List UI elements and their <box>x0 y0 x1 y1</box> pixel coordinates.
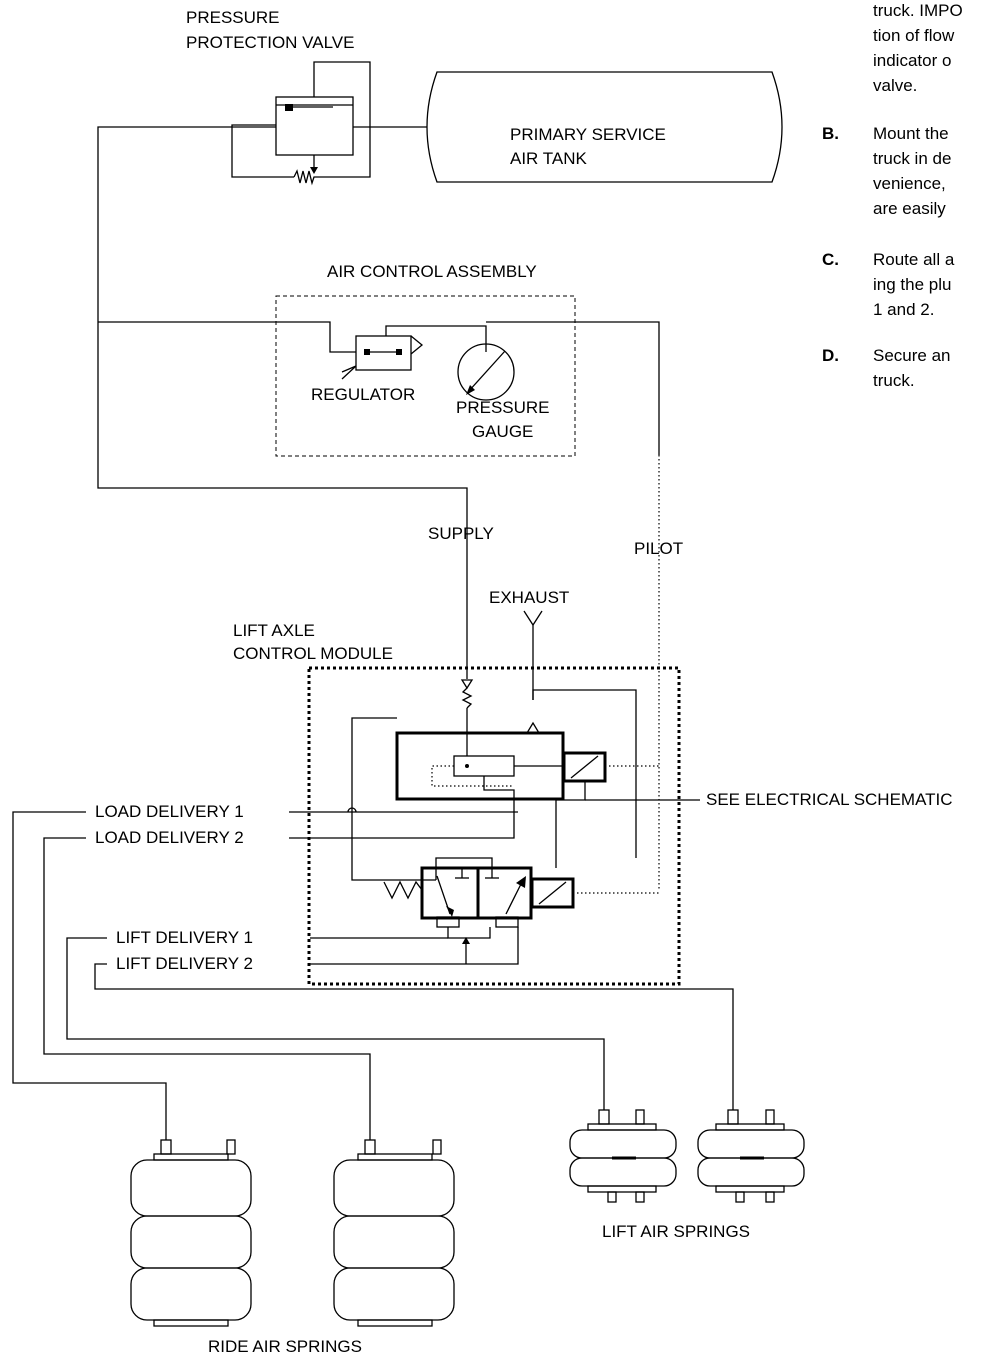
pressure-gauge-symbol <box>457 343 515 401</box>
lift-delivery-2-label: LIFT DELIVERY 2 <box>116 954 253 973</box>
instruction-d-line-1: Secure an <box>873 346 951 365</box>
control-module-boundary <box>307 666 681 986</box>
pressure-protection-valve-label-2: PROTECTION VALVE <box>186 33 354 52</box>
ppv-flow-marker <box>285 104 293 111</box>
instruction-a-line-1: truck. IMPO <box>873 1 963 20</box>
exhaust-label: EXHAUST <box>489 588 569 607</box>
ride-air-spring-1 <box>130 1139 252 1327</box>
lower-valve-right <box>476 866 533 920</box>
instruction-c-letter: C. <box>822 250 839 269</box>
instruction-text: truck. IMPO tion of flow indicator o val… <box>822 1 963 390</box>
instruction-b-line-4: are easily <box>873 199 946 218</box>
instruction-a-line-4: valve. <box>873 76 917 95</box>
load-delivery-2-label: LOAD DELIVERY 2 <box>95 828 244 847</box>
delivery-lines: LOAD DELIVERY 1 LOAD DELIVERY 2 LIFT DEL… <box>12 802 734 1140</box>
ride-air-springs-label: RIDE AIR SPRINGS <box>208 1337 362 1356</box>
supply-label: SUPPLY <box>428 524 494 543</box>
pressure-gauge-label-1: PRESSURE <box>456 398 550 417</box>
lift-air-spring-2 <box>697 1109 805 1203</box>
pressure-protection-valve: PRESSURE PROTECTION VALVE <box>186 8 371 186</box>
instruction-c-line-2: ing the plu <box>873 275 951 294</box>
lift-delivery-1-label: LIFT DELIVERY 1 <box>116 928 253 947</box>
instruction-a-line-3: indicator o <box>873 51 951 70</box>
instruction-d-letter: D. <box>822 346 839 365</box>
instruction-a-line-2: tion of flow <box>873 26 955 45</box>
lift-air-spring-1 <box>569 1109 677 1203</box>
air-control-assembly-boundary <box>275 295 576 457</box>
pressure-gauge-label-2: GAUGE <box>472 422 533 441</box>
see-electrical-schematic-label: SEE ELECTRICAL SCHEMATIC <box>706 790 953 809</box>
pilot-label: PILOT <box>634 539 683 558</box>
lift-air-springs: LIFT AIR SPRINGS <box>569 1109 805 1241</box>
ride-air-springs: RIDE AIR SPRINGS <box>130 1139 455 1356</box>
pressure-protection-valve-label-1: PRESSURE <box>186 8 280 27</box>
lower-valve-spring <box>383 880 423 900</box>
ride-air-spring-2 <box>333 1139 455 1327</box>
air-tank-label-2: AIR TANK <box>510 149 587 168</box>
instruction-d-line-2: truck. <box>873 371 915 390</box>
instruction-b-letter: B. <box>822 124 839 143</box>
instruction-b-line-2: truck in de <box>873 149 951 168</box>
regulator-symbol <box>355 335 412 371</box>
lift-axle-control-module-label-1: LIFT AXLE <box>233 621 315 640</box>
lift-air-springs-label: LIFT AIR SPRINGS <box>602 1222 750 1241</box>
ppv-spring <box>293 169 316 186</box>
instruction-b-line-1: Mount the <box>873 124 949 143</box>
instruction-c-line-1: Route all a <box>873 250 955 269</box>
air-control-assembly-label: AIR CONTROL ASSEMBLY <box>327 262 537 281</box>
air-tank-label-1: PRIMARY SERVICE <box>510 125 666 144</box>
air-control-assembly: AIR CONTROL ASSEMBLY REGULATOR PRESSURE … <box>275 262 660 457</box>
lift-axle-control-module: LIFT AXLE CONTROL MODULE <box>233 621 700 986</box>
load-delivery-1-label: LOAD DELIVERY 1 <box>95 802 244 821</box>
instruction-c-line-3: 1 and 2. <box>873 300 934 319</box>
lift-axle-control-module-label-2: CONTROL MODULE <box>233 644 393 663</box>
instruction-b-line-3: venience, <box>873 174 946 193</box>
primary-service-air-tank: PRIMARY SERVICE AIR TANK <box>353 71 783 183</box>
air-tank-outline <box>426 71 783 183</box>
regulator-label: REGULATOR <box>311 385 415 404</box>
